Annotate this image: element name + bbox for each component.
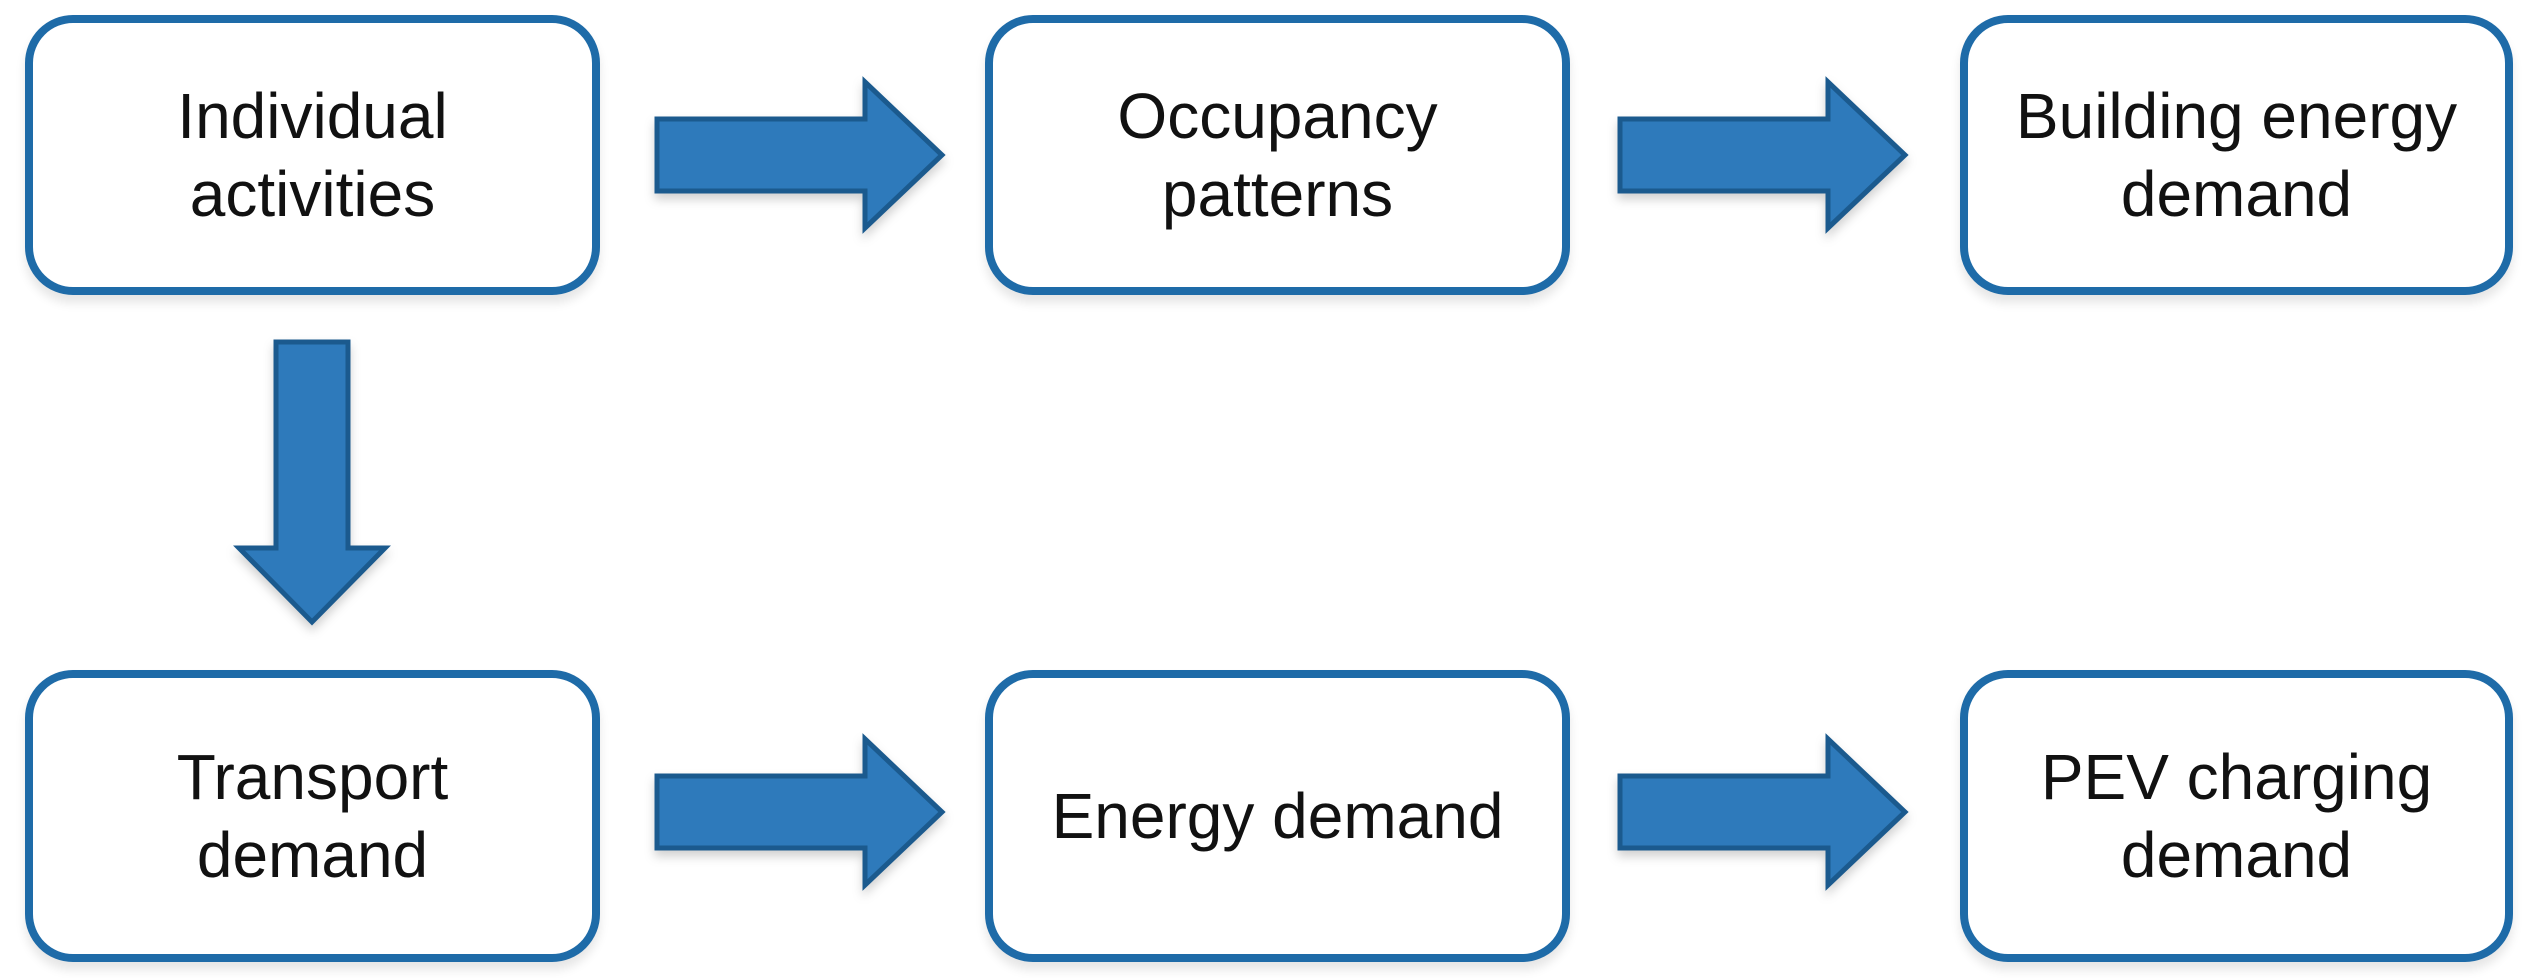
node-building-energy-demand: Building energy demand (1960, 15, 2513, 295)
node-label-energy-demand: Energy demand (1051, 779, 1504, 852)
right-arrow-icon-transport-to-energy (654, 733, 946, 891)
node-pev-charging-demand: PEV charging demand (1960, 670, 2513, 962)
node-label-individual-activities: Individual activities (177, 79, 448, 230)
right-arrow-icon-activities-to-occupancy (654, 76, 946, 234)
node-individual-activities: Individual activities (25, 15, 600, 295)
right-arrow-icon-occupancy-to-building (1617, 76, 1909, 234)
node-label-occupancy-patterns: Occupancy patterns (1117, 79, 1438, 230)
node-transport-demand: Transport demand (25, 670, 600, 962)
node-occupancy-patterns: Occupancy patterns (985, 15, 1570, 295)
node-label-pev-charging-demand: PEV charging demand (2040, 740, 2433, 891)
right-arrow-icon-energy-to-pev (1617, 733, 1909, 891)
node-energy-demand: Energy demand (985, 670, 1570, 962)
node-label-building-energy-demand: Building energy demand (2015, 79, 2458, 230)
node-label-transport-demand: Transport demand (176, 740, 449, 891)
down-arrow-icon-activities-to-transport (233, 339, 391, 626)
